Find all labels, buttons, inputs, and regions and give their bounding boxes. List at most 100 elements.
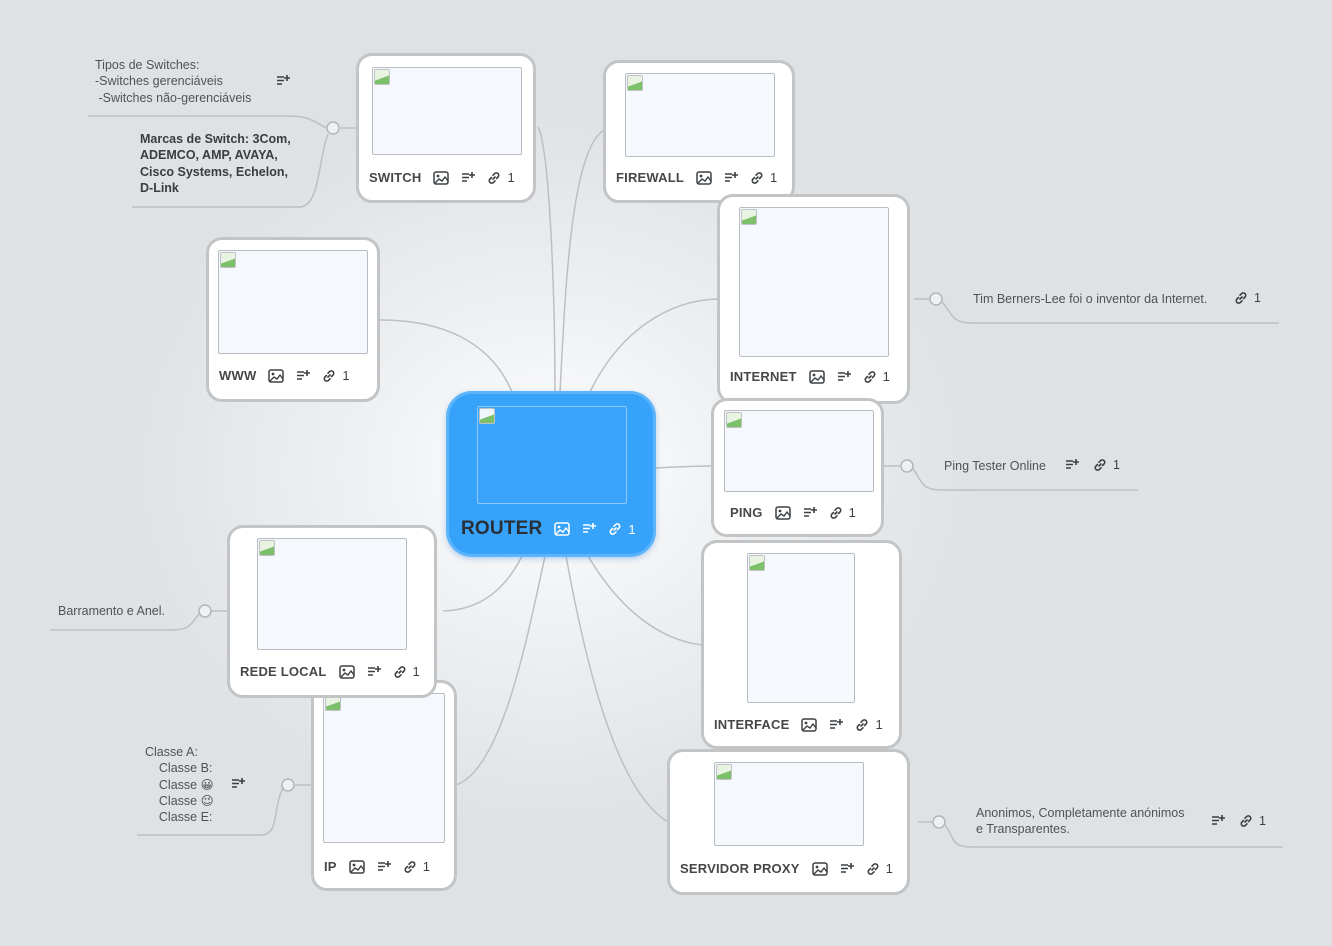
www-title: WWW [219,368,257,383]
ping-image[interactable] [724,410,874,492]
notes-icon[interactable] [829,718,844,732]
subtopic-rede-local-note[interactable]: Barramento e Anel. [58,604,166,618]
servidor-proxy-title: SERVIDOR PROXY [680,861,800,876]
ping-note-handle [900,459,914,473]
link-icon[interactable] [1234,291,1248,305]
topic-ip[interactable]: IP 1 [311,680,457,891]
link-count[interactable]: 1 [1093,458,1120,472]
link-count[interactable]: 1 [1239,814,1266,828]
topic-interface[interactable]: INTERFACE 1 [701,540,902,749]
topic-internet[interactable]: INTERNET 1 [717,194,910,404]
link-router-interface [587,555,703,646]
notes-icon[interactable] [582,522,597,536]
interface-title: INTERFACE [714,717,790,732]
link-internet-note-line [941,301,1279,324]
image-icon[interactable] [433,170,450,185]
notes-icon[interactable] [837,370,851,384]
image-icon[interactable] [268,368,285,383]
ping-note-icons[interactable]: 1 [1065,458,1120,472]
notes-icon[interactable] [296,369,311,383]
link-switch-tipos [88,115,327,129]
notes-icon[interactable] [276,74,290,88]
link-router-ip [455,555,546,786]
link-count[interactable]: 1 [608,522,636,537]
link-proxy-note-line [944,824,1283,848]
firewall-image[interactable] [625,73,775,157]
notes-icon[interactable] [367,665,381,679]
ping-title: PING [730,505,763,520]
image-icon[interactable] [801,717,818,732]
link-count[interactable]: 1 [863,369,890,384]
link-count[interactable]: 1 [322,368,350,383]
router-title: ROUTER [461,518,543,539]
rede-local-image[interactable] [257,538,407,650]
router-image[interactable] [477,406,627,504]
ip-note-notes[interactable] [231,777,245,791]
notes-icon[interactable] [803,506,817,520]
rede-note-handle [198,604,212,618]
image-icon[interactable] [554,522,571,536]
proxy-note-icons[interactable]: 1 [1211,814,1266,828]
firewall-title: FIREWALL [616,170,685,185]
internet-image[interactable] [739,207,889,357]
interface-image[interactable] [747,553,855,703]
subtopic-ping-note[interactable]: Ping Tester Online [944,459,1046,473]
link-ip-note-line [137,787,284,836]
link-switch-marcas [132,133,329,208]
link-count[interactable]: 1 [866,861,893,876]
notes-icon[interactable] [377,860,391,874]
topic-ping[interactable]: PING 1 [711,398,884,537]
topic-switch[interactable]: SWITCH 1 [356,53,536,203]
notes-icon[interactable] [231,777,245,791]
link-router-www [379,319,513,393]
notes-icon[interactable] [1211,814,1225,828]
link-count[interactable]: 1 [855,717,883,732]
link-count[interactable]: 1 [403,859,430,874]
subtopic-internet-note[interactable]: Tim Berners-Lee foi o inventor da Intern… [973,292,1208,306]
link-ping-note-line [912,468,1138,491]
image-icon[interactable] [696,170,712,185]
image-icon[interactable] [338,664,355,679]
subtopic-switch-marcas[interactable]: Marcas de Switch: 3Com, ADEMCO, AMP, AVA… [140,132,291,195]
link-count[interactable]: 1 [487,170,515,185]
subtopic-proxy-note[interactable]: Anonimos, Completamente anónimos e Trans… [976,806,1185,837]
servidor-proxy-image[interactable] [714,762,864,846]
notes-icon[interactable] [1065,458,1079,472]
link-count[interactable]: 1 [829,505,856,520]
topic-rede-local[interactable]: REDE LOCAL 1 [227,525,437,698]
topic-servidor-proxy[interactable]: SERVIDOR PROXY 1 [667,749,910,895]
ip-note-handle [281,778,295,792]
switch-tipos-notes[interactable] [276,74,290,88]
internet-note-handle [929,292,943,306]
topic-www[interactable]: WWW 1 [206,237,380,402]
switch-title: SWITCH [369,170,422,185]
proxy-note-handle [932,815,946,829]
switch-notes-handle [326,121,340,135]
notes-icon[interactable] [840,862,854,876]
central-topic-router[interactable]: ROUTER 1 [446,391,656,557]
image-icon[interactable] [348,859,365,874]
link-router-switch [537,126,556,393]
ip-image[interactable] [323,693,445,843]
link-router-ping [654,465,713,469]
link-router-rede-local [442,555,523,612]
link-router-proxy [565,555,669,823]
link-count[interactable]: 1 [750,170,777,185]
image-icon[interactable] [774,505,791,520]
notes-icon[interactable] [461,171,476,185]
link-router-firewall [559,129,605,393]
notes-icon[interactable] [724,171,739,185]
link-count[interactable]: 1 [393,664,420,679]
switch-image[interactable] [372,67,522,155]
internet-title: INTERNET [730,369,797,384]
image-icon[interactable] [808,369,825,384]
www-image[interactable] [218,250,368,354]
image-icon[interactable] [811,861,828,876]
rede-local-title: REDE LOCAL [240,664,327,679]
link-rede-note-line [50,613,200,631]
subtopic-switch-tipos[interactable]: Tipos de Switches: -Switches gerenciávei… [95,58,252,105]
subtopic-ip-classes[interactable]: Classe A: Classe B: Classe 😀 Classe 😉 Cl… [145,745,214,825]
internet-note-link[interactable]: 1 [1234,291,1261,305]
topic-firewall[interactable]: FIREWALL 1 [603,60,795,203]
